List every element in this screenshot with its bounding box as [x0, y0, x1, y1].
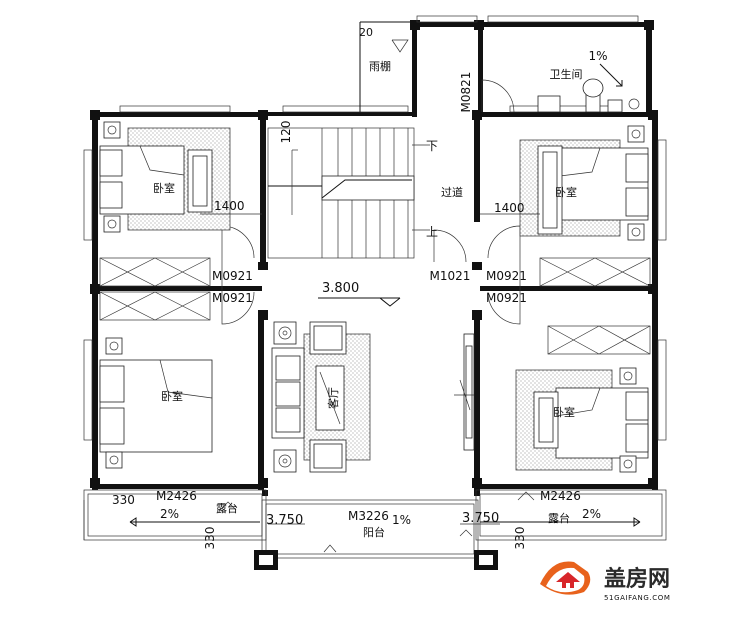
dim-330-left: 330	[112, 493, 135, 507]
living-room-furniture	[271, 321, 475, 473]
door-m0921-a: M0921	[212, 269, 253, 283]
dim-120: 120	[279, 121, 293, 144]
door-m2426-r: M2426	[540, 489, 581, 503]
dim-20: 20	[359, 26, 373, 39]
bedroom-tl-furniture	[99, 121, 231, 233]
door-m1021: M1021	[430, 269, 471, 283]
logo-url: 51GAIFANG.COM	[604, 594, 670, 602]
door-m0921-d: M0921	[486, 291, 527, 305]
bedroom-bl-furniture	[99, 337, 213, 469]
room-bedroom-tr: 卧室	[555, 185, 577, 199]
dim-1400-right: 1400	[494, 201, 525, 215]
room-labels: 卧室 卧室 卧室 卧室 客厅 过道 卫生间 雨棚 阳台 露台 露台	[153, 59, 583, 539]
door-m0821: M0821	[459, 72, 473, 113]
door-m0921-b: M0921	[212, 291, 253, 305]
dimension-labels: 1400 1400 120 20 330 330 330	[112, 26, 527, 549]
room-corridor: 过道	[441, 185, 463, 199]
label-balcony: 阳台	[363, 525, 385, 539]
door-m3226: M3226	[348, 509, 389, 523]
slope-terrace-left: 2%	[160, 507, 179, 521]
room-bedroom-br: 卧室	[553, 405, 575, 419]
stair-down: 下	[426, 139, 438, 153]
stair-labels: 下 上	[426, 139, 438, 239]
bedroom-br-furniture	[515, 367, 649, 473]
room-living: 客厅	[326, 387, 340, 409]
room-bedroom-bl: 卧室	[161, 389, 183, 403]
door-swings	[221, 79, 521, 325]
balcony-outlines	[83, 489, 667, 570]
house-logo-icon	[540, 561, 591, 595]
door-labels: M0821 M1021 M0921 M0921 M0921 M0921 M242…	[156, 72, 581, 523]
logo-name: 盖房网	[604, 566, 670, 592]
staircase	[267, 127, 430, 259]
slope-labels: 1% 2% 2% 1%	[160, 49, 608, 527]
bathroom-fixtures	[537, 63, 640, 113]
door-m0921-c: M0921	[486, 269, 527, 283]
level-terrace-right: 3.750	[462, 511, 499, 526]
dimension-lines	[83, 213, 540, 540]
label-terrace-l: 露台	[216, 501, 238, 515]
label-terrace-r: 露台	[548, 511, 570, 525]
windows	[83, 15, 667, 441]
level-labels: 3.800 3.750 3.750	[266, 281, 499, 528]
room-bathroom: 卫生间	[550, 67, 583, 81]
bedroom-tr-furniture	[519, 125, 649, 241]
level-floor: 3.800	[322, 281, 359, 296]
dim-1400-left: 1400	[214, 199, 245, 213]
level-markers	[268, 297, 500, 525]
slope-balcony: 1%	[392, 513, 411, 527]
stair-up: 上	[426, 225, 438, 239]
door-m2426-l: M2426	[156, 489, 197, 503]
label-canopy: 雨棚	[369, 59, 391, 73]
wardrobes	[99, 257, 651, 355]
brand-logo: 盖房网 51GAIFANG.COM	[540, 561, 670, 602]
dim-330-bottom-left: 330	[203, 527, 217, 550]
walls	[90, 20, 658, 496]
level-terrace-left: 3.750	[266, 513, 303, 528]
slope-bath: 1%	[588, 49, 607, 63]
room-bedroom-tl: 卧室	[153, 181, 175, 195]
slope-terrace-right: 2%	[582, 507, 601, 521]
dim-330-bottom-right: 330	[513, 527, 527, 550]
